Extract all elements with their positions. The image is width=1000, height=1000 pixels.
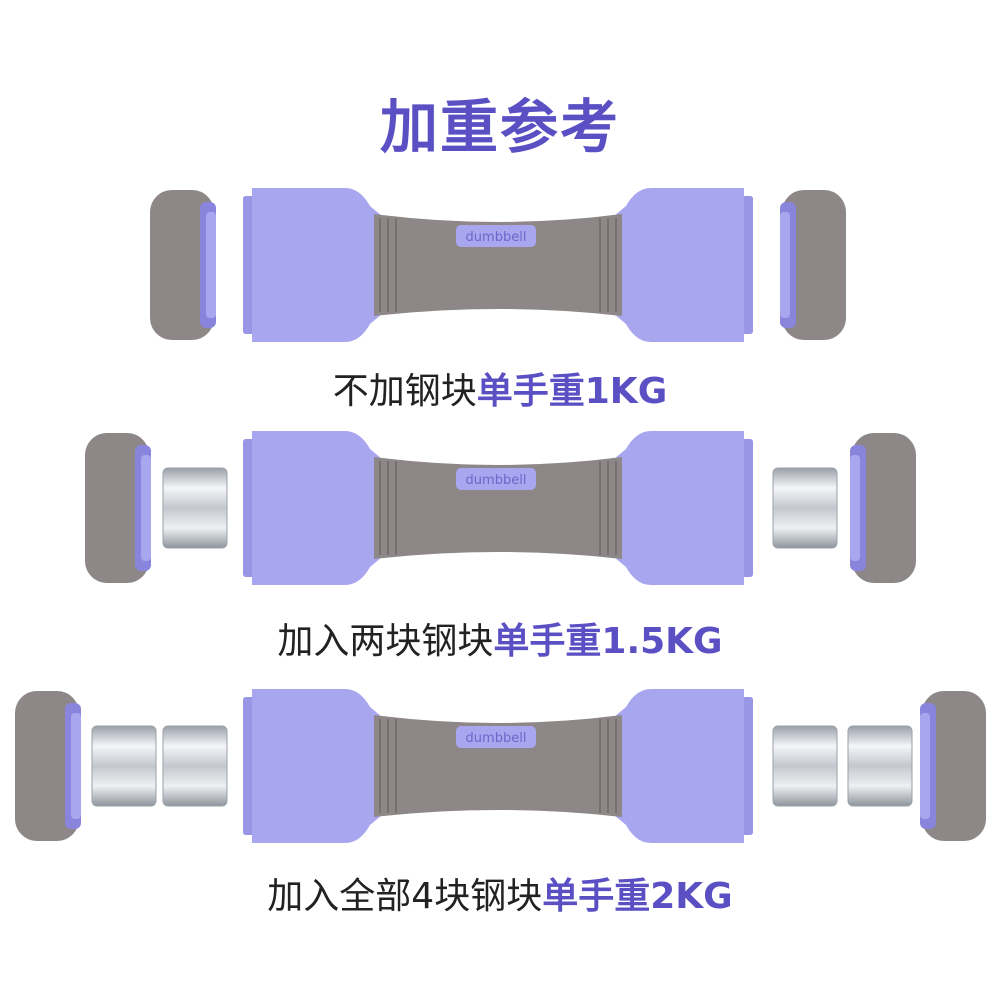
- caption-plain: 不加钢块: [332, 371, 477, 412]
- caption-plain: 加入全部4块钢块: [267, 876, 543, 917]
- body-right-end: [614, 188, 744, 342]
- end-cap-inner: [206, 212, 216, 318]
- caption-row-3: 加入全部4块钢块单手重2KG: [0, 867, 1000, 919]
- end-cap-inner: [850, 455, 860, 561]
- steel-block: [772, 725, 838, 807]
- steel-block: [162, 467, 228, 549]
- body-right-end: [614, 431, 744, 585]
- dumbbell-body: dumbbell: [243, 689, 753, 843]
- page-title: 加重参考: [379, 93, 620, 161]
- steel-block: [162, 725, 228, 807]
- brand-label: dumbbell: [466, 230, 527, 245]
- end-cap-inner: [141, 455, 151, 561]
- dumbbell-body: dumbbell: [243, 431, 753, 585]
- end-cap-shell: [782, 190, 846, 340]
- end-cap: [150, 190, 216, 340]
- grip: [374, 214, 622, 316]
- caption-weight: 单手重1KG: [476, 371, 668, 412]
- end-cap: [850, 433, 916, 583]
- steel-block: [847, 725, 913, 807]
- dumbbell-body: dumbbell: [243, 188, 753, 342]
- grip: [374, 715, 622, 817]
- brand-badge: [456, 468, 536, 490]
- brand-badge: [456, 726, 536, 748]
- caption-weight: 单手重1.5KG: [493, 621, 723, 662]
- grip: [374, 457, 622, 559]
- body-right-end: [614, 689, 744, 843]
- caption-row-2: 加入两块钢块单手重1.5KG: [0, 612, 1000, 664]
- body-left-end: [252, 689, 382, 843]
- end-cap-shell: [852, 433, 916, 583]
- steel-block: [772, 467, 838, 549]
- end-cap-shell: [922, 691, 986, 841]
- end-cap: [780, 190, 846, 340]
- caption-weight: 单手重2KG: [542, 876, 733, 917]
- body-left-end: [252, 431, 382, 585]
- end-cap-shell: [150, 190, 214, 340]
- end-cap-shell: [85, 433, 149, 583]
- end-cap: [920, 691, 986, 841]
- caption-plain: 加入两块钢块: [277, 621, 494, 662]
- end-cap: [85, 433, 151, 583]
- brand-badge: [456, 225, 536, 247]
- end-cap-inner: [920, 713, 930, 819]
- end-cap-shell: [15, 691, 79, 841]
- brand-label: dumbbell: [466, 731, 527, 746]
- body-left-end: [252, 188, 382, 342]
- steel-block: [91, 725, 157, 807]
- end-cap-inner: [71, 713, 81, 819]
- end-cap: [15, 691, 81, 841]
- caption-row-1: 不加钢块单手重1KG: [0, 362, 1000, 414]
- brand-label: dumbbell: [466, 473, 527, 488]
- end-cap-inner: [780, 212, 790, 318]
